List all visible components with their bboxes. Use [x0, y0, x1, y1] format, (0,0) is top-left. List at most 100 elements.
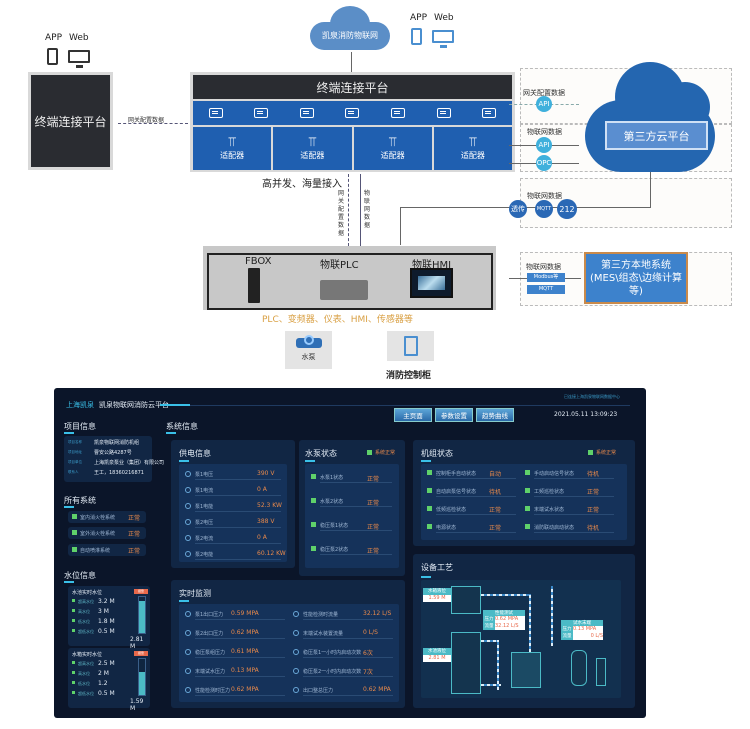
- adapter-label: 适配器: [460, 151, 485, 160]
- vertical-label-iot: 物联网数据: [364, 190, 371, 229]
- gateway-row: [193, 101, 512, 125]
- gauge-icon: [185, 668, 191, 674]
- left-link-arrow: [118, 123, 188, 124]
- third-party-cloud: [585, 62, 715, 177]
- system-item[interactable]: 室外消火栓系统正常: [68, 527, 146, 539]
- gauge-icon: [185, 551, 191, 557]
- row-divider: [195, 495, 281, 496]
- unit-row-value: 待机: [587, 525, 600, 532]
- row-divider: [303, 676, 393, 677]
- realtime-value: 6次: [363, 650, 373, 657]
- realtime-value: 0.62 MPA: [231, 686, 259, 693]
- gateway-icon: [299, 108, 314, 118]
- adapter-label: 适配器: [380, 151, 405, 160]
- unit-row-value: 待机: [489, 489, 502, 496]
- level-value: 1.8 M: [98, 618, 115, 625]
- unit-row-value: 正常: [587, 507, 600, 514]
- group1-label: 网关配置数据: [523, 89, 565, 97]
- fbox-device-image: [248, 268, 260, 303]
- nav-trend[interactable]: 趋势曲线: [476, 408, 514, 422]
- system-info-title: 系统信息: [166, 422, 198, 431]
- project-address-label: 项目地址: [68, 450, 82, 454]
- adapter-row: ⫪适配器 ⫪适配器 ⫪适配器 ⫪适配器: [193, 127, 512, 170]
- level-label: 低水位: [78, 681, 90, 686]
- center-platform-title-text: 终端连接平台: [316, 80, 389, 95]
- unit-row-label: 控制柜手自动状态: [436, 471, 477, 477]
- gateway-icon: [482, 108, 497, 118]
- process-diagram: 水箱液位 1.59 M 水池液位 2.81 M 性能测试 压力 0.62 MPA…: [421, 580, 621, 698]
- unit-row-label: 末端试水状态: [534, 507, 565, 513]
- system-item[interactable]: 自动喷淋系统正常: [68, 544, 146, 556]
- level-label: 超低水位: [78, 629, 94, 634]
- level-indicator: [72, 609, 75, 612]
- power-label: 泵2电能: [195, 552, 214, 558]
- water-group-title: 水池实时水位: [72, 590, 103, 596]
- title-underline: [421, 460, 431, 462]
- level-label: 高水位: [78, 609, 90, 614]
- realtime-label: 稳压泵2一小时内启动次数: [303, 669, 362, 675]
- level-value: 3 M: [98, 608, 109, 615]
- unit-status-badge: 系统正常: [596, 450, 617, 456]
- gauge-icon: [185, 630, 191, 636]
- unit-row-value: 自动: [489, 471, 502, 478]
- level-indicator: [72, 661, 75, 664]
- power-value: 0 A: [257, 534, 267, 541]
- system-item[interactable]: 室内消火栓系统正常: [68, 511, 146, 523]
- realtime-label: 稳压泵1一小时内启动次数: [303, 650, 362, 656]
- plc-device-image: [320, 280, 368, 300]
- modbus-tag: Modbus等: [527, 273, 565, 282]
- nav-parameters[interactable]: 参数设置: [435, 408, 473, 422]
- gauge-icon: [185, 503, 191, 509]
- cabinet-tile: [387, 331, 434, 361]
- gauge-icon: [185, 687, 191, 693]
- level-label: 低水位: [78, 619, 90, 624]
- project-info-title: 项目信息: [64, 422, 96, 431]
- status-indicator: [525, 506, 530, 511]
- tablet-icon: [411, 28, 422, 45]
- adapter: ⫪适配器: [353, 127, 432, 170]
- pump-row-label: 水泵1状态: [320, 475, 344, 481]
- pump-row-label: 稳压泵2状态: [320, 547, 349, 553]
- pool-level-label: 水池液位: [423, 648, 451, 655]
- level-indicator: [72, 671, 75, 674]
- connection-status-link[interactable]: 已连接上海凯泉物联网数据中心: [564, 394, 620, 399]
- fbox-label: FBOX: [245, 256, 272, 267]
- device-caption: PLC、变频器、仪表、HMI、传感器等: [262, 315, 413, 325]
- level-value: 2.5 M: [98, 660, 115, 667]
- unit-status-panel: 机组状态 系统正常 控制柜手自动状态自动手动启动信号状态待机自动启泵信号状态待机…: [413, 440, 635, 546]
- status-indicator: [525, 488, 530, 493]
- unit-row-value: 待机: [587, 471, 600, 478]
- nav-home[interactable]: 主页面: [394, 408, 432, 422]
- realtime-label: 稳压泵组压力: [195, 650, 226, 656]
- row-divider: [534, 532, 614, 533]
- power-label: 泵2电压: [195, 520, 214, 526]
- pump-status-badge: 系统正常: [375, 450, 396, 456]
- level-bar: [138, 596, 146, 634]
- row-divider: [436, 532, 516, 533]
- status-indicator: [427, 506, 432, 511]
- realtime-value: 0.62 MPA: [231, 629, 259, 636]
- power-label: 泵2电流: [195, 536, 214, 542]
- gauge-icon: [293, 630, 299, 636]
- pipe: [481, 640, 499, 642]
- status-indicator: [427, 524, 432, 529]
- gauge-icon: [185, 649, 191, 655]
- cabinet-icon: [403, 336, 418, 356]
- title-underline: [179, 600, 189, 602]
- level-value: 1.2: [98, 680, 108, 687]
- row-divider: [195, 479, 281, 480]
- row-divider: [534, 478, 614, 479]
- level-value: 3.2 M: [98, 598, 115, 605]
- end-flow-value: 0 L/S: [573, 633, 603, 640]
- realtime-label: 性能检测时流量: [303, 612, 339, 618]
- hierarchy-icon: ⫪: [388, 135, 397, 150]
- realtime-value: 0.59 MPA: [231, 610, 259, 617]
- level-label: 超高水位: [78, 599, 94, 604]
- row-divider: [534, 496, 614, 497]
- status-indicator: [525, 470, 530, 475]
- mqtt-bubble: MQTT: [535, 200, 553, 218]
- monitor-icon: [68, 50, 90, 68]
- perf-pressure-value: 0.62 MPA: [495, 616, 525, 623]
- end-pressure-label: 压力: [561, 626, 573, 633]
